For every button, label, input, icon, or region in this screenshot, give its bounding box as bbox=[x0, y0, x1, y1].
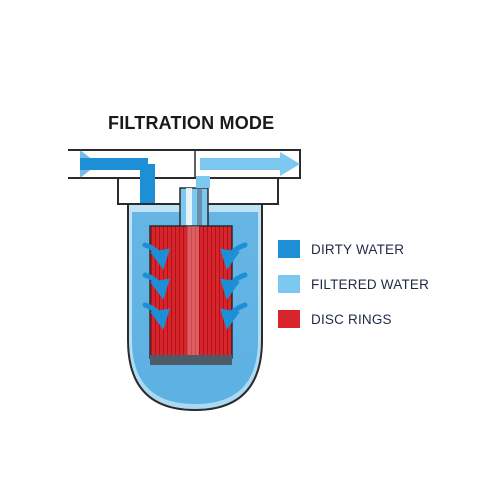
legend-item-filtered-water: FILTERED WATER bbox=[278, 273, 429, 295]
inlet-arrow bbox=[80, 150, 98, 178]
legend-item-dirty-water: DIRTY WATER bbox=[278, 238, 429, 260]
legend: DIRTY WATER FILTERED WATER DISC RINGS bbox=[278, 238, 429, 343]
flow-arrows bbox=[142, 242, 248, 330]
rings-base bbox=[150, 355, 232, 365]
outlet-arrow bbox=[280, 152, 300, 176]
inlet-flow bbox=[80, 158, 148, 170]
legend-label: FILTERED WATER bbox=[311, 276, 430, 292]
disc-core-highlight bbox=[187, 226, 199, 358]
legend-label: DIRTY WATER bbox=[311, 241, 405, 257]
outlet-flow bbox=[200, 158, 282, 170]
dirty-water-swatch bbox=[278, 240, 300, 258]
outlet-upflow bbox=[196, 176, 210, 188]
diagram-title: FILTRATION MODE bbox=[108, 113, 275, 133]
disc-rings-swatch bbox=[278, 310, 300, 328]
filtered-water-swatch bbox=[278, 275, 300, 293]
legend-item-disc-rings: DISC RINGS bbox=[278, 308, 429, 330]
legend-label: DISC RINGS bbox=[311, 311, 392, 327]
